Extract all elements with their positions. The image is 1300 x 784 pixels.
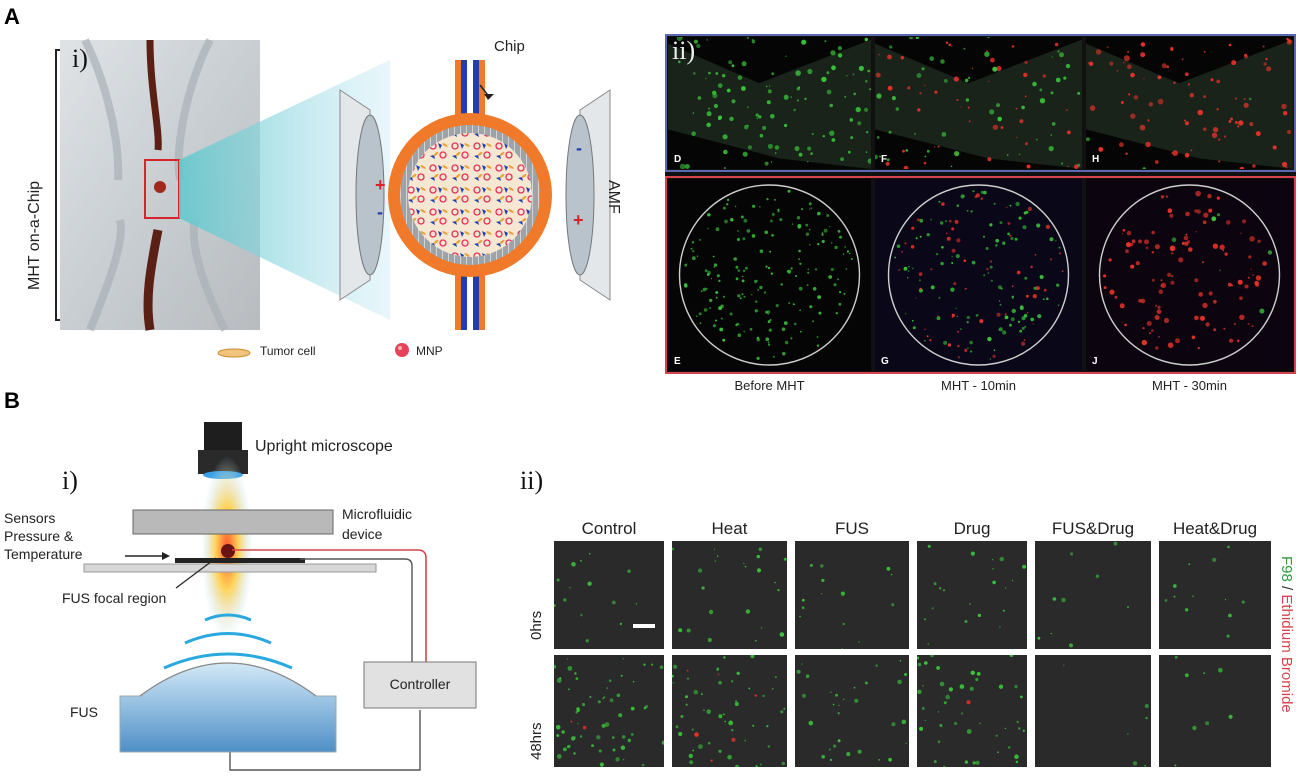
microscope-label: Upright microscope (255, 438, 393, 455)
right-plate-plus: + (573, 210, 584, 230)
speck-texture (796, 659, 908, 762)
fluorescence-image (795, 655, 909, 767)
speck-texture (554, 553, 638, 643)
sensors-label-line3: Temperature (4, 546, 83, 562)
caption-before-mht: Before MHT (734, 378, 805, 393)
channel-frame (665, 34, 1296, 172)
condition-header-fus-drug: FUS&Drug (1051, 519, 1135, 538)
micrograph: J (1086, 179, 1293, 371)
sensors-label-line2: Pressure & (4, 528, 74, 544)
fluorescence-image (1035, 655, 1151, 767)
caption-mht-10min: MHT - 10min (941, 378, 1016, 393)
stain-ethidium-bromide: Ethidium Bromide (1278, 594, 1295, 713)
fluorescence-image (554, 541, 664, 649)
fluorescence-image (1035, 541, 1151, 649)
fluorescence-image (795, 541, 909, 649)
speck-texture (672, 655, 786, 767)
condition-header-heat-drug: Heat&Drug (1172, 519, 1258, 538)
panel-b-i-label: i) (62, 466, 78, 495)
panel-a-i-schematic: i) MHT on-a-Chip Chip AMF + - - + Tumor … (10, 30, 660, 370)
stain-separator: / (1278, 581, 1295, 595)
panel-a-i-label: i) (72, 44, 88, 73)
stain-legend: F98 / Ethidium Bromide (1278, 556, 1295, 713)
micrograph-label: D (674, 154, 682, 165)
fluorescence-image (672, 541, 787, 649)
micrograph-label: E (674, 356, 681, 367)
fluorescence-image (1159, 655, 1271, 767)
speck-texture (672, 547, 787, 643)
speck-texture (875, 37, 1082, 169)
focal-region-label: FUS focal region (62, 590, 167, 606)
condition-header-heat: Heat (711, 519, 748, 538)
micrograph-label: H (1092, 154, 1100, 165)
right-plate-minus: - (576, 138, 582, 158)
left-plate-plus: + (375, 175, 386, 195)
micrograph-label: J (1092, 356, 1098, 367)
fluorescence-image (1159, 541, 1271, 649)
tumor-cell-legend-icon (216, 346, 252, 358)
speck-texture (1037, 541, 1129, 648)
condition-header-fus: FUS (835, 519, 869, 538)
amf-label: AMF (605, 180, 622, 214)
micrograph: D (668, 37, 871, 169)
panel-letter-b: B (4, 388, 20, 413)
micrograph-label: G (881, 356, 889, 367)
speck-texture (1174, 655, 1233, 767)
chamber-frame (665, 176, 1296, 374)
speck-texture (799, 563, 895, 649)
speck-texture (1063, 664, 1149, 767)
chip-schematic-drawing (55, 38, 611, 332)
panel-a-ii-grid: D F H E G J ii) (665, 34, 1296, 374)
speck-texture (1164, 545, 1245, 638)
mnp-legend-icon (394, 342, 410, 358)
micrograph: E (668, 179, 871, 371)
speck-texture (923, 544, 1027, 645)
fluorescence-image (554, 655, 664, 767)
panel-a-ii-label: ii) (672, 36, 696, 65)
speck-texture (678, 184, 861, 366)
fus-setup-drawing (83, 422, 477, 771)
panel-b-ii-label: ii) (520, 466, 544, 495)
fus-label: FUS (70, 704, 98, 720)
microfluidic-label-line1: Microfluidic (342, 506, 413, 522)
panel-letter-a: A (4, 4, 20, 29)
row-label-0hrs: 0hrs (528, 610, 545, 640)
speck-texture (1086, 37, 1293, 169)
micrograph-label: F (881, 154, 888, 165)
sensors-label-line1: Sensors (4, 510, 56, 526)
speck-texture (887, 184, 1070, 366)
fus-setup-schematic: Upright microscope Microfluidic device S… (0, 410, 520, 779)
microfluidic-label-line2: device (342, 526, 383, 542)
condition-header-drug: Drug (953, 519, 991, 538)
tumor-cell-legend-label: Tumor cell (260, 344, 316, 358)
fluorescence-image (917, 541, 1027, 649)
row-label-48hrs: 48hrs (528, 722, 545, 760)
mht-on-chip-label: MHT on-a-Chip (26, 180, 43, 290)
micrograph: G (875, 179, 1082, 371)
condition-header-control: Control (581, 519, 637, 538)
fluorescence-image (672, 655, 787, 767)
speck-texture (1098, 184, 1281, 366)
mnp-legend-label: MNP (416, 344, 443, 358)
speck-texture (917, 655, 1025, 767)
micrograph: F (875, 37, 1082, 169)
speck-texture (554, 658, 664, 767)
controller-label: Controller (389, 676, 451, 692)
stain-f98: F98 (1278, 556, 1295, 582)
left-plate-minus: - (377, 202, 383, 222)
scale-bar (633, 624, 655, 628)
fluorescence-image (917, 655, 1027, 767)
chip-label: Chip (494, 38, 525, 55)
micrograph: H (1086, 37, 1293, 169)
caption-mht-30min: MHT - 30min (1152, 378, 1227, 393)
speck-texture (668, 37, 871, 169)
